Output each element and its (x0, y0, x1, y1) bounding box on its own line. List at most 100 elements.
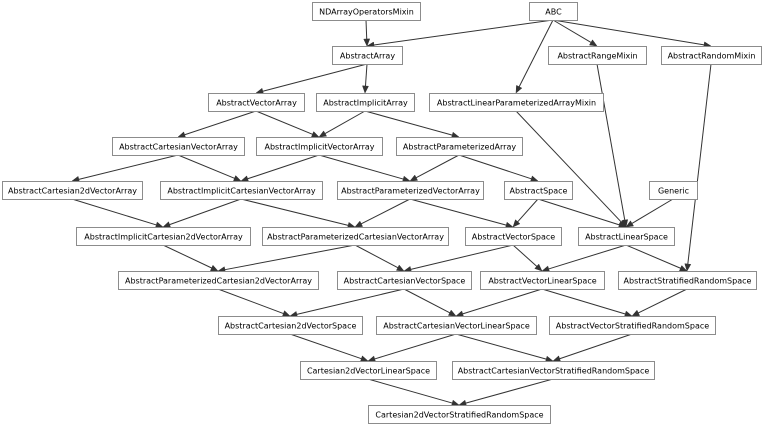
node-label: AbstractVectorLinearSpace (488, 277, 596, 286)
node-label: AbstractCartesianVectorLinearSpace (383, 322, 530, 331)
arrowhead-icon (162, 221, 171, 228)
node-cart2d-vector-stratified-random-space: Cartesian2dVectorStratifiedRandomSpace (368, 405, 551, 424)
node-box (504, 181, 573, 200)
node-cart2d-vector-linear-space: Cartesian2dVectorLinearSpace (300, 361, 437, 380)
edge-line (631, 198, 674, 224)
edge-param_vector_array-to-vector_space (409, 198, 514, 229)
node-box (337, 271, 472, 290)
node-box (368, 405, 551, 424)
node-box (2, 181, 143, 200)
node-label: AbstractCartesian2dVectorArray (8, 187, 137, 196)
arrowhead-icon (311, 131, 320, 138)
node-cart-vector-linear-space: AbstractCartesianVectorLinearSpace (376, 316, 537, 335)
arrowhead-icon (621, 219, 629, 228)
edge-implicit_vector_array-to-implicit_cart_vector_array (240, 154, 320, 182)
edge-line (687, 63, 712, 265)
node-vector-space: AbstractVectorSpace (465, 227, 562, 246)
edge-line (625, 244, 681, 269)
edge-line (462, 288, 543, 315)
edge-line (240, 198, 349, 226)
arrowhead-icon (210, 264, 219, 272)
edge-param_array-to-param_vector_array (409, 154, 460, 182)
node-label: AbstractVectorArray (216, 99, 297, 108)
node-box (529, 2, 578, 21)
edge-line (361, 198, 411, 225)
edge-cart2d_vector_linear_space-to-cart2d_vector_stratified_random_space (367, 378, 460, 407)
node-box (160, 181, 323, 200)
edge-line (410, 244, 514, 270)
edge-cart_vector_array-to-cart2d_vector_array (71, 154, 179, 183)
node-abc: ABC (529, 2, 578, 21)
node-label: AbstractParameterizedVectorArray (341, 187, 480, 196)
node-label: AbstractArray (340, 52, 395, 61)
edge-generic-to-linear_space (625, 198, 674, 228)
edge-line (373, 19, 554, 46)
edge-linear_space-to-stratified_random_space (625, 244, 688, 272)
node-box (649, 181, 698, 200)
edge-ndarray_ops-to-abstract_array (363, 19, 371, 47)
node-label: AbstractCartesianVectorSpace (344, 277, 466, 286)
node-abstract-space: AbstractSpace (504, 181, 573, 200)
node-cart2d-vector-array: AbstractCartesian2dVectorArray (2, 181, 143, 200)
node-box (316, 93, 415, 112)
arrowhead-icon (396, 264, 405, 272)
arrowhead-icon (684, 263, 692, 272)
node-ndarray-ops: NDArrayOperatorsMixin (312, 2, 421, 21)
edge-line (318, 154, 404, 180)
edge-abc-to-range_mixin (552, 19, 598, 47)
edge-line (184, 110, 257, 136)
edge-line (71, 198, 157, 226)
arrowhead-icon (354, 220, 363, 228)
node-abstract-array: AbstractArray (332, 46, 403, 65)
edge-cart_vector_space-to-cart2d_vector_space (289, 288, 405, 318)
arrowhead-icon (282, 310, 291, 317)
edge-cart_vector_space-to-cart_vector_linear_space (403, 288, 457, 317)
node-box (429, 93, 604, 112)
node-cart2d-vector-space: AbstractCartesian2dVectorSpace (218, 316, 363, 335)
edge-vector_array-to-cart_vector_array (177, 110, 257, 138)
arrowhead-icon (318, 130, 327, 138)
edge-abstract_space-to-vector_space (512, 198, 539, 228)
edge-param_cart_vector_array-to-cart_vector_space (354, 244, 405, 272)
edge-implicit_vector_array-to-param_vector_array (318, 154, 411, 183)
node-label: AbstractCartesianVectorArray (119, 143, 238, 152)
node-label: AbstractLinearParameterizedArrayMixin (437, 99, 596, 108)
edge-line (552, 19, 592, 43)
node-box (262, 227, 449, 246)
node-implicit-cart-vector-array: AbstractImplicitCartesianVectorArray (160, 181, 323, 200)
arrowhead-icon (360, 355, 369, 362)
node-box (112, 137, 245, 156)
edge-param_cart_vector_array-to-param_cart2d_vector_array (217, 244, 356, 273)
node-param-array: AbstractParameterizedArray (396, 137, 523, 156)
node-label: AbstractSpace (510, 187, 568, 196)
edge-param_cart2d_vector_array-to-cart2d_vector_space (217, 288, 291, 317)
node-label: AbstractVectorSpace (472, 233, 556, 242)
node-cart-vector-stratified-random-space: AbstractCartesianVectorStratifiedRandomS… (452, 361, 655, 380)
node-box (661, 46, 762, 65)
edge-abc-to-abstract_array (366, 19, 554, 49)
arrowhead-icon (515, 85, 523, 94)
arrowhead-icon (155, 221, 164, 229)
arrowhead-icon (552, 355, 561, 362)
edge-implicit_array-to-implicit_vector_array (318, 110, 366, 138)
edge-line (364, 110, 453, 136)
edge-line (296, 288, 405, 315)
edge-cart_vector_array-to-implicit_cart_vector_array (177, 154, 242, 182)
node-box (480, 271, 605, 290)
node-label: AbstractImplicitCartesian2dVectorArray (84, 233, 243, 242)
arrowhead-icon (362, 85, 369, 94)
edge-cart_vector_linear_space-to-cart_vector_stratified_random_space (455, 333, 554, 363)
arrowhead-icon (512, 219, 521, 228)
node-label: AbstractParameterizedCartesian2dVectorAr… (125, 277, 312, 286)
arrowhead-icon (177, 131, 186, 138)
edge-range_mixin-to-linear_space (596, 63, 629, 228)
node-box (300, 361, 437, 380)
arrowhead-icon (233, 175, 242, 182)
edge-vector_linear_space-to-vector_stratified_random_space (541, 288, 633, 318)
node-label: AbstractRandomMixin (668, 52, 756, 61)
node-label: AbstractLinearSpace (585, 233, 668, 242)
node-vector-array: AbstractVectorArray (208, 93, 305, 112)
node-box (337, 181, 484, 200)
